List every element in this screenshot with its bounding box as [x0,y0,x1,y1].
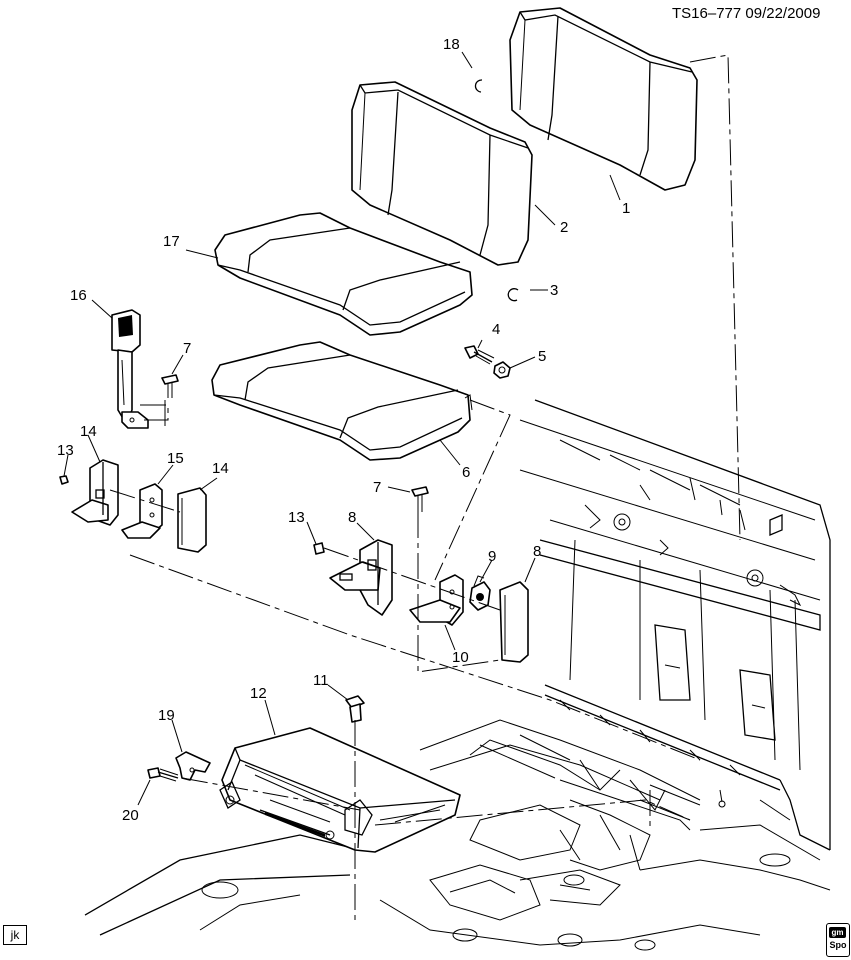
part-19-bracket [175,751,211,781]
part-8-bracket-right [329,539,393,616]
callout-16: 16 [70,287,87,304]
callout-18: 18 [443,36,460,53]
callout-6: 6 [462,464,470,481]
callout-14-bracket: 14 [80,423,97,440]
callout-numbers: 1 2 3 4 5 6 7 7 8 8 9 10 11 12 13 13 14 … [57,36,630,824]
callout-13-left: 13 [57,442,74,459]
part-2-seatback-lower [351,81,533,266]
part-4-bolt [464,345,495,365]
part-16-seat-belt-buckle [111,309,149,429]
part-18-clip [474,79,483,93]
callout-5: 5 [538,348,546,365]
diagram-reference-id: TS16–777 09/22/2009 [672,5,821,22]
part-5-nut [493,361,511,379]
part-12-storage-bin [219,727,461,853]
vehicle-body-floor [84,399,831,951]
gm-spo-logo: gm Spo [826,923,850,957]
spo-logo-text: Spo [829,940,847,950]
part-13-screw-right [313,542,325,555]
part-3-clip [507,288,519,302]
part-20-bolt [147,767,179,782]
callout-17: 17 [163,233,180,250]
part-9-latch [469,575,491,611]
callout-13-right: 13 [288,509,305,526]
callout-7-lower: 7 [373,479,381,496]
part-11-bolt [345,695,365,723]
gm-logo-mark: gm [829,927,846,938]
part-17-seat-cushion-upper [214,212,473,336]
callout-8-cover: 8 [533,543,541,560]
part-14-bracket-left [71,459,119,526]
part-13-screw-left [59,475,69,485]
callout-4: 4 [492,321,500,338]
part-14-trim-cover-left [177,487,207,553]
callout-12: 12 [250,685,267,702]
callout-20: 20 [122,807,139,824]
callout-14-cover: 14 [212,460,229,477]
callout-10: 10 [452,649,469,666]
callout-11: 11 [313,672,329,689]
illustrator-tag: jk [3,925,27,945]
callout-8-bracket: 8 [348,509,356,526]
part-7-bolt-right [411,486,429,512]
callout-3: 3 [550,282,558,299]
assembly-lines [109,54,741,920]
callout-1: 1 [622,200,630,217]
callout-2: 2 [560,219,568,236]
callout-15: 15 [167,450,184,467]
part-6-seat-cushion-lower [211,341,473,461]
part-1-seatback-upper [509,7,698,191]
part-15-bracket [121,483,163,539]
part-7-bolt-left [161,374,179,398]
callout-19: 19 [158,707,175,724]
callout-7-upper: 7 [183,340,191,357]
part-8-trim-cover-right [499,581,529,663]
leader-lines [63,51,621,806]
callout-9: 9 [488,548,496,565]
